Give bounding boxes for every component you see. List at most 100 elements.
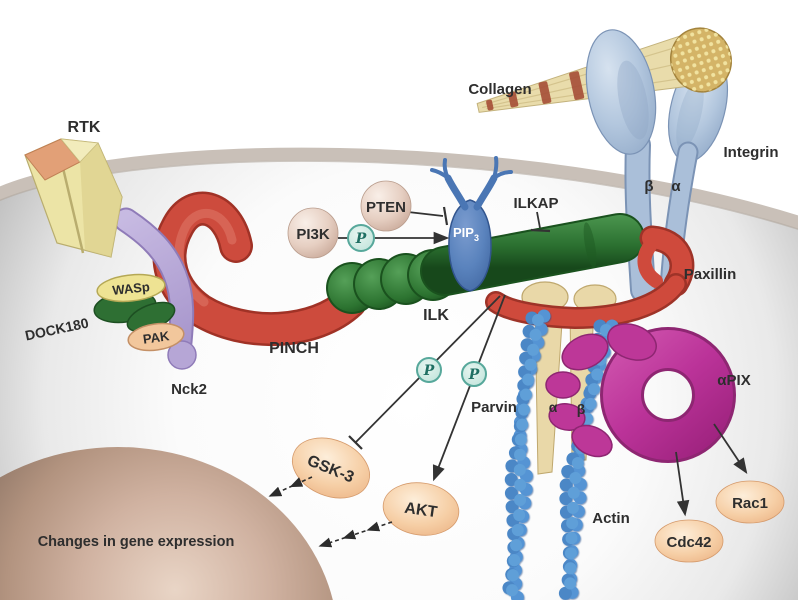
actin-strand	[564, 324, 612, 600]
pip3-horn-right-tip	[492, 156, 513, 180]
integrin-alpha-label: α	[671, 178, 681, 195]
wasp-protein: WASp	[96, 273, 166, 303]
parvin-beta-label: β	[577, 401, 586, 417]
gsk3-body	[292, 437, 370, 499]
phosphate-circle	[347, 224, 375, 252]
arrow-apix-to-rac1	[713, 423, 748, 474]
phosphate-badge-gsk3: P	[416, 357, 442, 383]
apix-grip	[561, 333, 609, 371]
actin-label: Actin	[592, 510, 630, 527]
phosphate-circle	[416, 357, 442, 383]
paxillin-label: Paxillin	[684, 266, 737, 283]
ilk-seam	[583, 222, 597, 268]
apix-label: αPIX	[717, 372, 750, 389]
pip3-horn-left	[444, 174, 469, 211]
alpha-pix-protein	[545, 323, 736, 463]
akt-protein: AKT	[382, 482, 460, 536]
rtk-label: RTK	[68, 119, 101, 136]
rtk-receptor	[24, 138, 123, 258]
phosphate-label: P	[468, 367, 480, 383]
phosphate-badge-akt: P	[461, 361, 487, 387]
actin-strand	[499, 311, 539, 600]
rac1-gtpase: Rac1	[715, 480, 785, 524]
actin-filament-2	[557, 319, 619, 600]
parvin-label: Parvin	[471, 399, 517, 416]
pip3-horn-left-tip	[430, 158, 450, 180]
integrin-beta-subunit	[585, 29, 657, 155]
akt-body	[382, 482, 460, 536]
collagen-band	[538, 81, 552, 104]
rtk-groove	[61, 167, 85, 254]
apix-ring	[603, 330, 733, 460]
arrow-ilk-to-akt	[432, 294, 506, 482]
collagen-label: Collagen	[468, 81, 531, 98]
pi3k-label: PI3K	[296, 226, 330, 243]
pinch-label: PINCH	[269, 340, 319, 357]
wasp-label: WASp	[112, 279, 151, 298]
inhibition-bar-ilkap	[530, 228, 551, 233]
pip3-label-subscript: 3	[474, 233, 479, 243]
apix-grip	[545, 371, 581, 399]
collagen-end-dots	[670, 28, 732, 92]
dashed-arrow-akt-to-nucleus	[318, 521, 393, 548]
actin-filament-1	[499, 309, 551, 600]
pten-label: PTEN	[366, 199, 406, 216]
apix-grip	[548, 403, 586, 431]
inhibition-pten-to-pip3	[407, 211, 444, 217]
pip3-body	[448, 199, 492, 292]
pip3-label-main: PIP	[453, 225, 474, 240]
ilk-label: ILK	[423, 307, 449, 324]
ilkap-label: ILKAP	[514, 195, 559, 212]
apix-arm	[607, 323, 657, 361]
nucleus	[0, 447, 333, 600]
collagen-cross-section	[670, 27, 732, 93]
inhibition-bar-pten	[442, 206, 449, 226]
pi3k-kinase: PI3K	[287, 207, 339, 259]
cdc42-gtpase: Cdc42	[654, 519, 724, 563]
rtk-side-shade	[80, 143, 122, 257]
actin-strand	[506, 314, 544, 600]
parvin-alpha-label: α	[549, 399, 558, 415]
phosphate-label: P	[355, 231, 367, 247]
nck2-bulb	[167, 340, 197, 370]
inhibition-bar-gsk3	[348, 435, 363, 450]
dashed-arrow-gsk3-to-nucleus	[268, 476, 313, 497]
collagen-band	[508, 91, 519, 108]
rac1-label: Rac1	[732, 495, 768, 512]
collagen-band	[569, 71, 585, 100]
arrow-apix-to-cdc42	[675, 451, 690, 517]
pten-phosphatase: PTEN	[360, 180, 412, 232]
pak-body	[127, 322, 185, 352]
pip3-label: PIP3	[453, 225, 479, 243]
pip3-horn-right	[473, 174, 498, 211]
phosphate-badge-pi3k: P	[347, 224, 375, 252]
apix-grip	[571, 424, 613, 458]
gsk3-protein: GSK-3	[292, 437, 370, 499]
cdc42-label: Cdc42	[666, 534, 711, 551]
nck2-label: Nck2	[171, 381, 207, 398]
nck2-adaptor	[113, 207, 197, 370]
pip3-lipid: PIP3	[430, 156, 513, 292]
paxillin-protein	[485, 225, 695, 330]
integrin-beta-label: β	[644, 178, 653, 195]
paxillin-lip	[487, 275, 685, 327]
nck2-body	[115, 209, 193, 353]
pak-protein: PAK	[127, 322, 185, 352]
integrin-alpha-fold	[676, 79, 704, 151]
collagen-band	[486, 99, 494, 111]
wasp-body	[96, 273, 166, 303]
integrin-label: Integrin	[724, 144, 779, 161]
akt-label: AKT	[403, 500, 438, 521]
pten-sphere	[360, 180, 412, 232]
rac1-body	[715, 480, 785, 524]
cdc42-body	[654, 519, 724, 563]
gene-expression-label: Changes in gene expression	[38, 534, 235, 550]
paxillin-knot2	[637, 239, 663, 288]
pak-label: PAK	[142, 328, 171, 347]
pi3k-sphere	[287, 207, 339, 259]
phosphate-label: P	[423, 363, 435, 379]
rtk-top-ridge	[60, 138, 99, 163]
integrin-beta-fold	[617, 60, 649, 140]
